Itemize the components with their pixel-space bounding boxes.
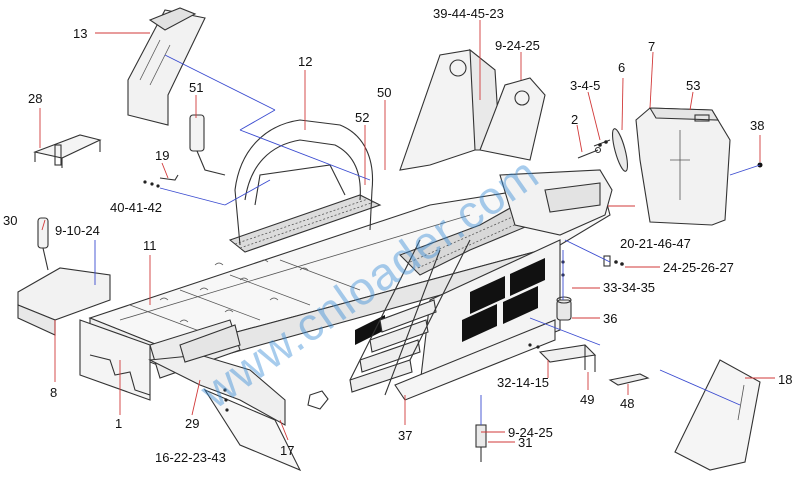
label-30: 30 bbox=[3, 213, 17, 228]
label-6: 6 bbox=[618, 60, 625, 75]
stair-assembly bbox=[349, 239, 471, 396]
label-38: 38 bbox=[750, 118, 764, 133]
part-31 bbox=[475, 424, 487, 462]
label-51: 51 bbox=[189, 80, 203, 95]
label-1: 1 bbox=[115, 416, 122, 431]
part-labels: 13 28 51 12 50 52 19 40-41-42 30 9-10-24… bbox=[3, 6, 792, 465]
label-17: 17 bbox=[280, 443, 294, 458]
label-12: 12 bbox=[298, 54, 312, 69]
part-48 bbox=[608, 373, 650, 386]
main-frame bbox=[17, 48, 613, 472]
label-49: 49 bbox=[580, 392, 594, 407]
part-32-14-15 bbox=[528, 343, 540, 349]
part-19 bbox=[159, 174, 179, 181]
label-20-21-46-47: 20-21-46-47 bbox=[620, 236, 691, 251]
part-36 bbox=[556, 296, 572, 321]
part-2 bbox=[577, 146, 602, 159]
label-8: 8 bbox=[50, 385, 57, 400]
label-33-34-35: 33-34-35 bbox=[603, 280, 655, 295]
leader-lines bbox=[39, 20, 775, 443]
label-32-14-15: 32-14-15 bbox=[497, 375, 549, 390]
part-7-53 bbox=[635, 107, 731, 226]
label-31: 31 bbox=[518, 435, 532, 450]
label-37: 37 bbox=[398, 428, 412, 443]
part-18 bbox=[674, 359, 761, 471]
part-51 bbox=[189, 114, 226, 176]
label-40-41-42: 40-41-42 bbox=[110, 200, 162, 215]
part-28 bbox=[33, 134, 102, 168]
label-52: 52 bbox=[355, 110, 369, 125]
label-39-44-45-23: 39-44-45-23 bbox=[433, 6, 504, 21]
label-2: 2 bbox=[571, 112, 578, 127]
part-24-25-26-27 bbox=[603, 255, 624, 267]
part-40-41-42 bbox=[143, 180, 160, 188]
label-3-4-5: 3-4-5 bbox=[570, 78, 600, 93]
label-29: 29 bbox=[185, 416, 199, 431]
label-28: 28 bbox=[28, 91, 42, 106]
label-36: 36 bbox=[603, 311, 617, 326]
label-19: 19 bbox=[155, 148, 169, 163]
label-24-25-26-27: 24-25-26-27 bbox=[663, 260, 734, 275]
label-9-24-25-top: 9-24-25 bbox=[495, 38, 540, 53]
label-9-24-25-bottom: 9-24-25 bbox=[508, 425, 553, 440]
label-7: 7 bbox=[648, 39, 655, 54]
label-16-22-23-43: 16-22-23-43 bbox=[155, 450, 226, 465]
vent-grills bbox=[355, 258, 545, 345]
label-11: 11 bbox=[143, 238, 157, 253]
part-6 bbox=[611, 128, 629, 172]
label-18: 18 bbox=[778, 372, 792, 387]
part-30 bbox=[37, 217, 49, 271]
label-50: 50 bbox=[377, 85, 391, 100]
label-13: 13 bbox=[73, 26, 87, 41]
part-3-4-5 bbox=[593, 139, 611, 147]
part-16-22-23-43 bbox=[223, 388, 329, 412]
part-49 bbox=[538, 344, 597, 372]
label-9-10-24: 9-10-24 bbox=[55, 223, 100, 238]
label-48: 48 bbox=[620, 396, 634, 411]
part-13 bbox=[127, 7, 206, 126]
label-53: 53 bbox=[686, 78, 700, 93]
